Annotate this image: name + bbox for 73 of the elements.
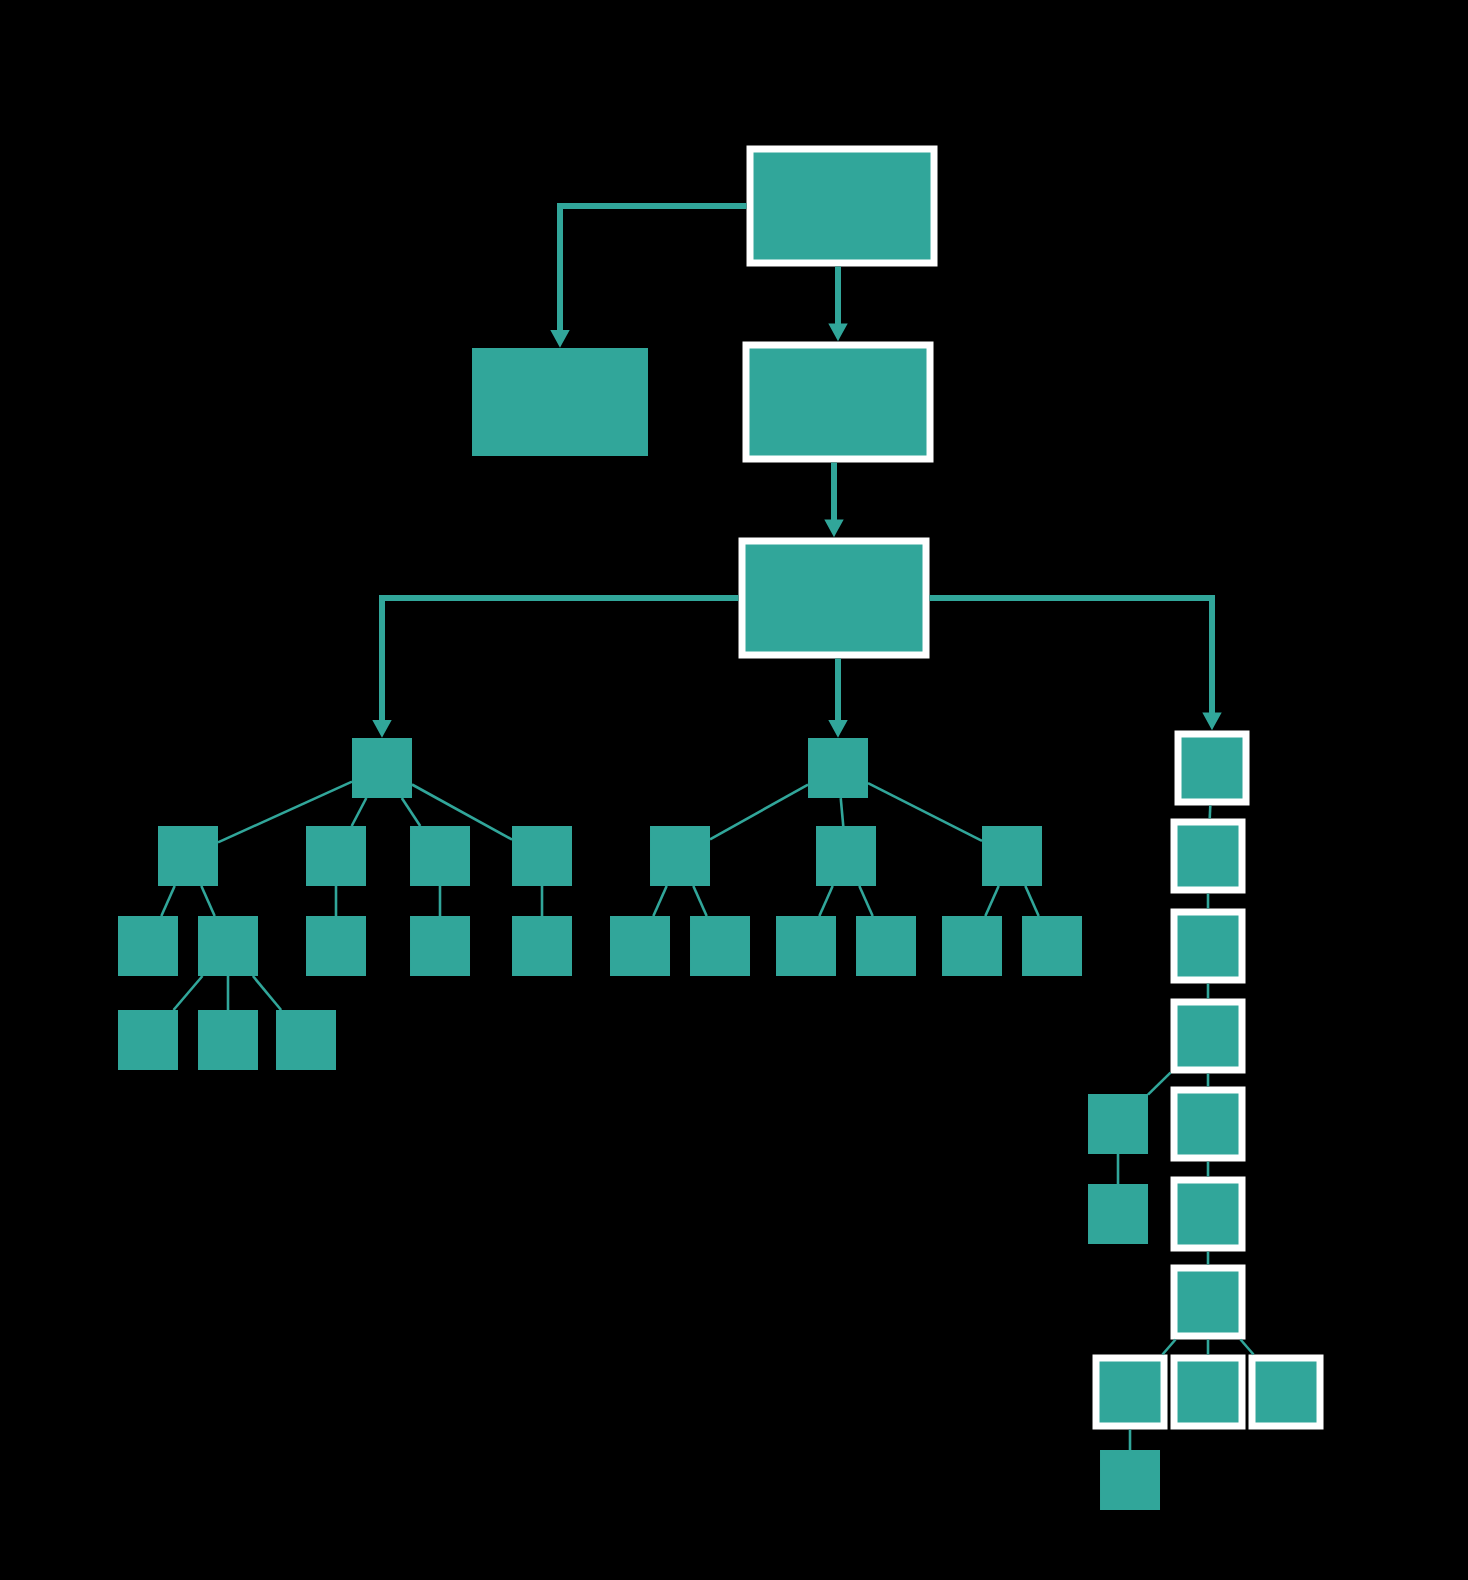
connector-line [1116, 1154, 1120, 1184]
box [118, 916, 178, 976]
connector-line [200, 885, 216, 917]
box [512, 826, 572, 886]
framed-box [1170, 1354, 1246, 1430]
connector-line [251, 975, 283, 1011]
connector-line [1208, 805, 1212, 819]
box [198, 1010, 258, 1070]
box [808, 738, 868, 798]
connector-line [818, 885, 834, 917]
connector-line [1206, 983, 1210, 999]
connector-line [350, 797, 368, 827]
box [512, 916, 572, 976]
connector-line [334, 886, 338, 916]
connector-line [1206, 893, 1210, 909]
framed-box [1170, 1086, 1246, 1162]
connector-line [692, 885, 708, 917]
connector-line [160, 885, 176, 917]
box [410, 916, 470, 976]
connector-line [858, 885, 874, 917]
box [410, 826, 470, 886]
connector-line [709, 783, 809, 841]
connector-line [226, 976, 230, 1010]
connector-line [1147, 1071, 1172, 1096]
connector-line [1024, 885, 1040, 917]
framed-box [1174, 730, 1250, 806]
connector-line [839, 797, 845, 827]
connector-line [1128, 1429, 1132, 1450]
connector-line [172, 975, 204, 1011]
box [650, 826, 710, 886]
box [1088, 1094, 1148, 1154]
framed-box [1170, 818, 1246, 894]
box [198, 916, 258, 976]
connector-line [217, 780, 353, 844]
framed-box [746, 145, 938, 267]
framed-box [1092, 1354, 1168, 1430]
connector-line [411, 783, 513, 841]
box [776, 916, 836, 976]
framed-box [1170, 908, 1246, 984]
connector-line [400, 797, 422, 827]
box [1088, 1184, 1148, 1244]
connector-line [540, 886, 544, 916]
connector-line [1206, 1161, 1210, 1177]
box [276, 1010, 336, 1070]
box [306, 916, 366, 976]
box [856, 916, 916, 976]
box [118, 1010, 178, 1070]
box [1022, 916, 1082, 976]
connector-line [1161, 1338, 1177, 1356]
connector-line [984, 885, 1000, 917]
connector-line [652, 885, 668, 917]
box [158, 826, 218, 886]
box [690, 916, 750, 976]
framed-box [1170, 1264, 1246, 1340]
box [942, 916, 1002, 976]
box [816, 826, 876, 886]
box [1100, 1450, 1160, 1510]
framed-box [742, 341, 934, 463]
connector-line [1206, 1251, 1210, 1265]
framed-box [738, 537, 930, 659]
framed-box [1170, 998, 1246, 1074]
box [472, 348, 648, 456]
connector-line [438, 886, 442, 916]
connector-line [867, 782, 983, 842]
connector-line [1239, 1338, 1255, 1356]
framed-box [1170, 1176, 1246, 1252]
box [306, 826, 366, 886]
connector-line [1206, 1339, 1210, 1355]
box [610, 916, 670, 976]
connector-line [1206, 1073, 1210, 1087]
box [982, 826, 1042, 886]
box [352, 738, 412, 798]
framed-box [1248, 1354, 1324, 1430]
